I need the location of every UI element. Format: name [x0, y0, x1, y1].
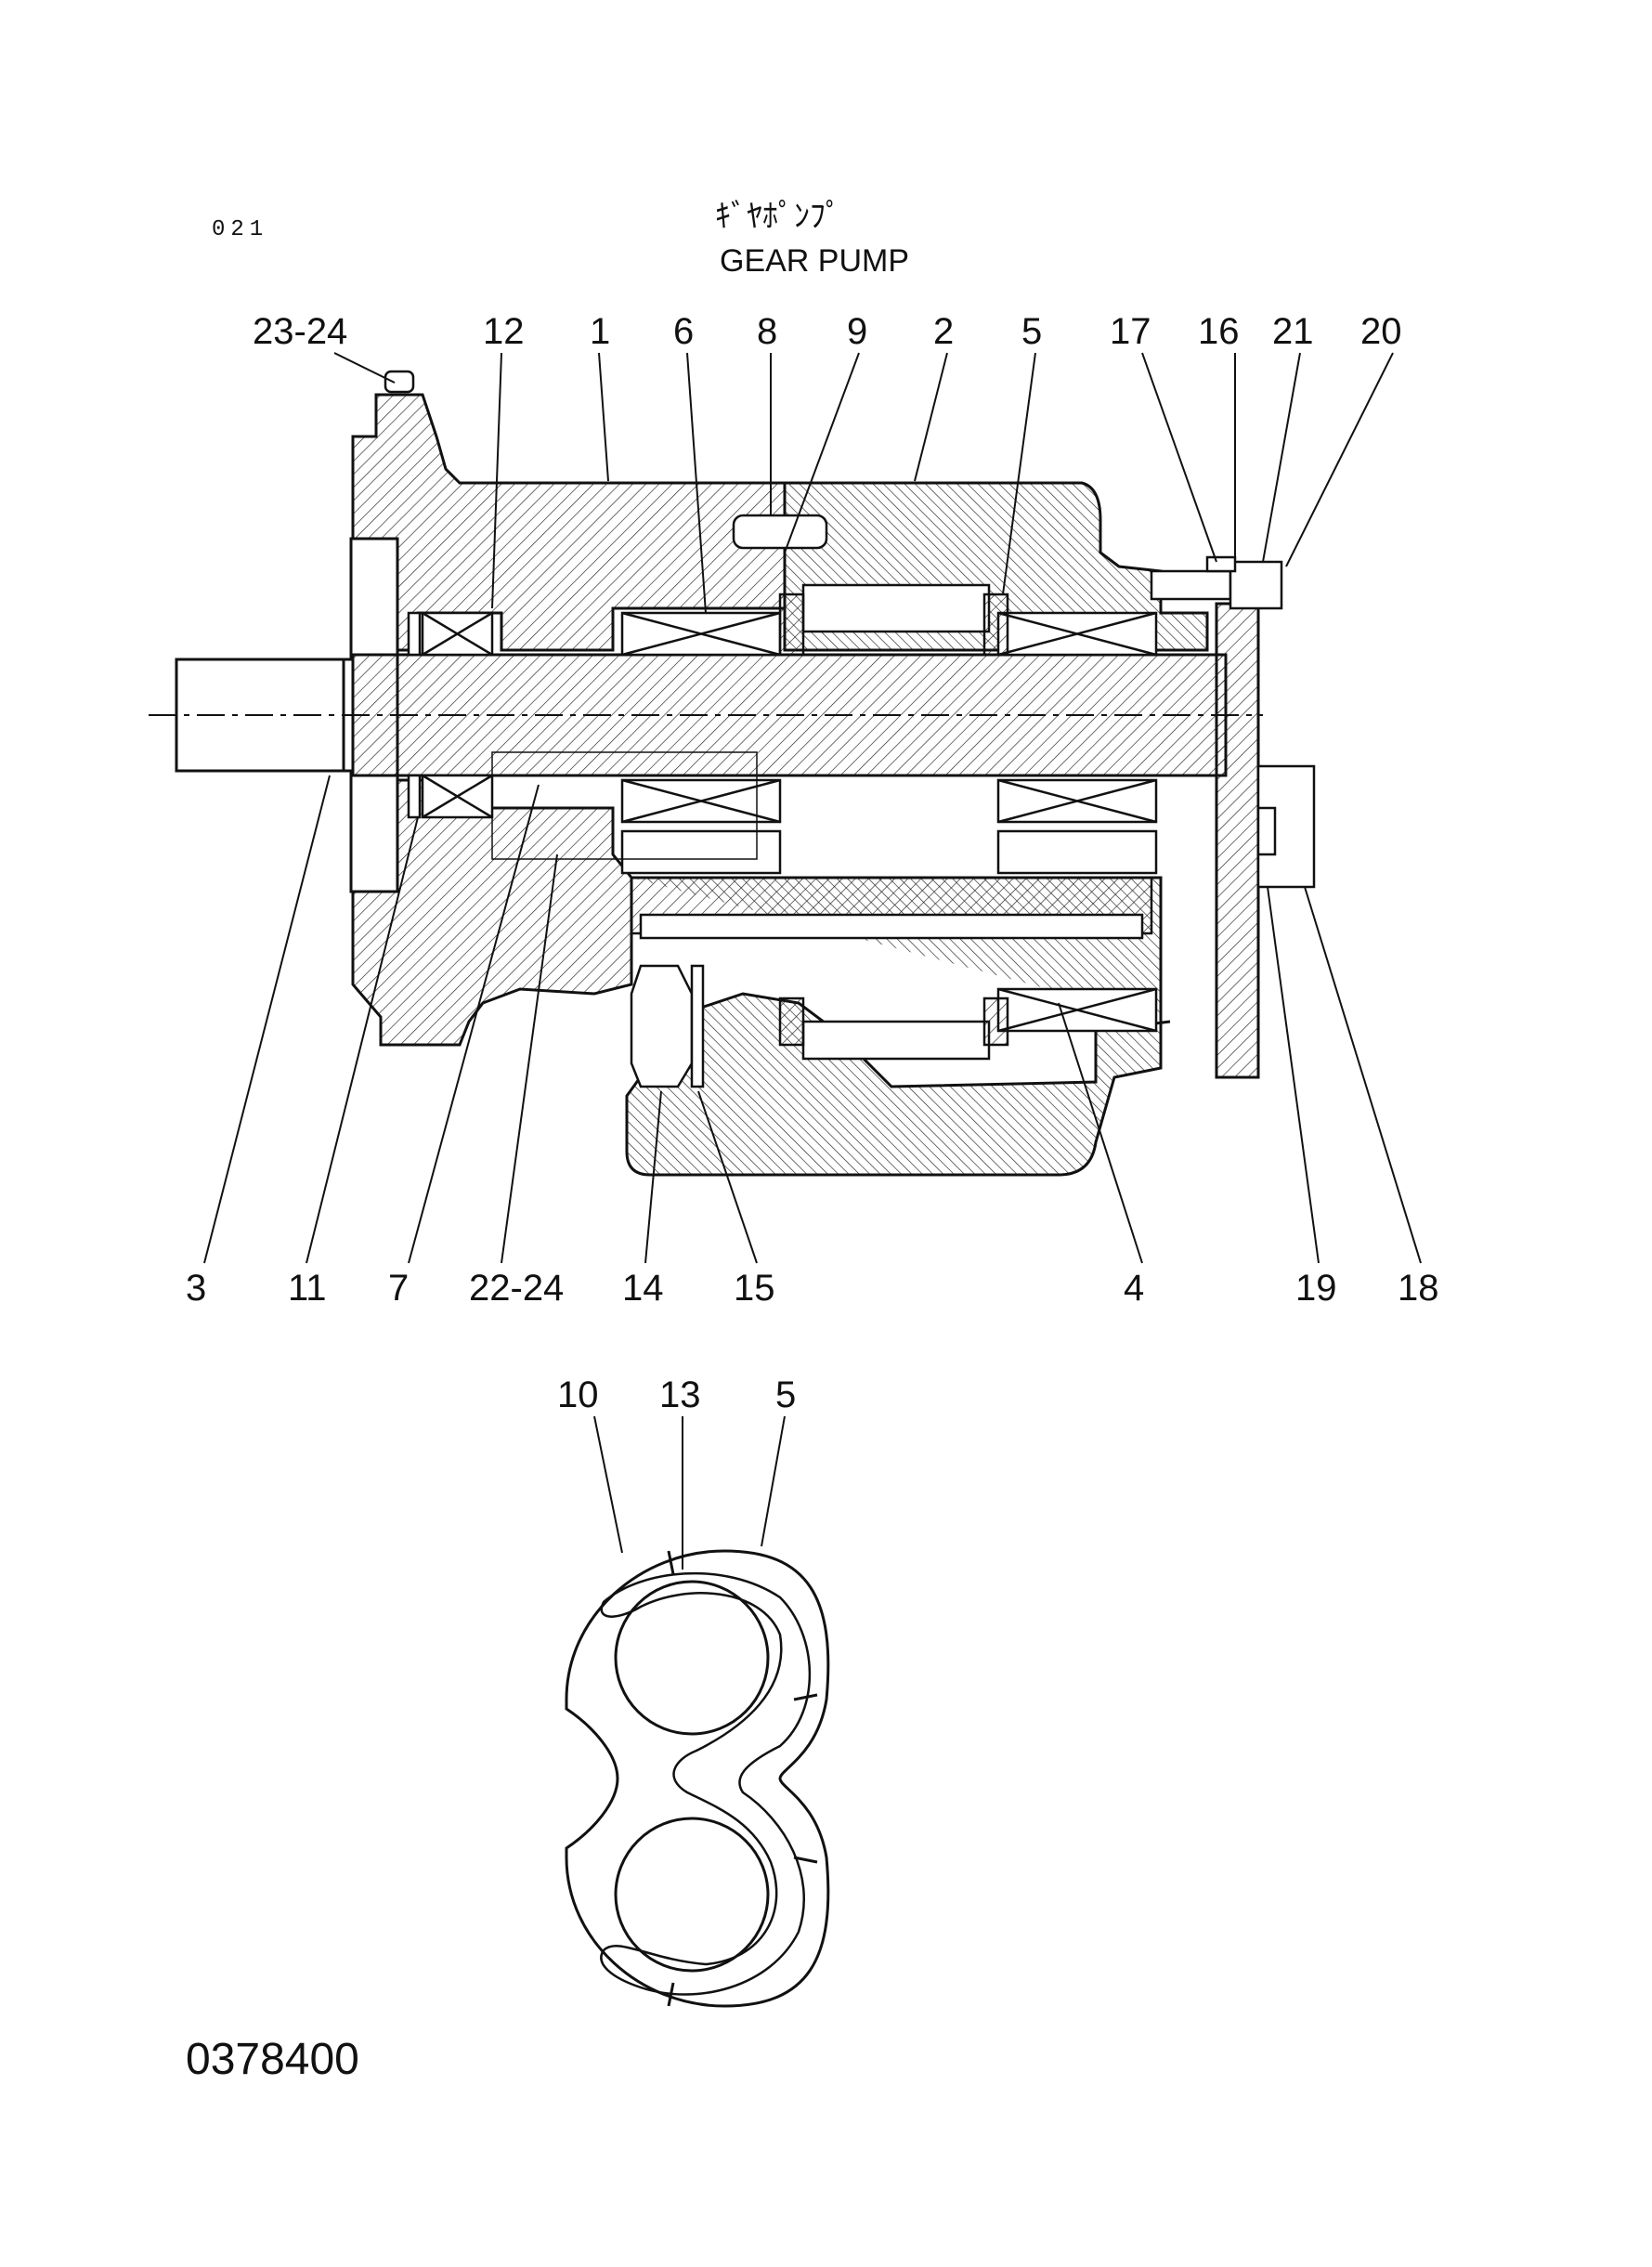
- bushing-area: [491, 751, 758, 860]
- callout-5-top: 5: [1021, 311, 1042, 352]
- bearing-mid-left-2: [620, 829, 782, 875]
- title-english: GEAR PUMP: [720, 243, 910, 279]
- side-plate-left: [778, 593, 805, 657]
- front-housing-lower: [351, 778, 633, 1047]
- lower-bore: [614, 1817, 770, 1973]
- callout-20: 20: [1360, 311, 1402, 352]
- leader-lines: [203, 352, 1422, 1264]
- snap-ring-bottom: [407, 774, 422, 819]
- callout-21: 21: [1272, 311, 1314, 352]
- callout-13: 13: [659, 1375, 701, 1415]
- hex-nut-14: [630, 964, 694, 1088]
- bearing-mid-right-2: [996, 829, 1158, 875]
- washer-15: [690, 964, 705, 1088]
- callout-9: 9: [847, 311, 867, 352]
- washer-16: [1205, 555, 1237, 573]
- callout-22-24: 22-24: [469, 1268, 564, 1309]
- callout-15: 15: [734, 1268, 775, 1309]
- callout-1: 1: [590, 311, 610, 352]
- callout-3: 3: [186, 1268, 206, 1309]
- title-japanese: ｷﾞﾔﾎﾟﾝﾌﾟ: [715, 198, 841, 235]
- upper-bore: [614, 1580, 770, 1736]
- callout-4: 4: [1124, 1268, 1144, 1309]
- seals: [407, 514, 828, 860]
- callout-6: 6: [673, 311, 694, 352]
- callout-12: 12: [483, 311, 525, 352]
- drive-shaft: [149, 653, 1263, 777]
- gears: [630, 583, 1153, 1061]
- rear-bolt: [1150, 569, 1232, 601]
- driven-gear: [801, 1020, 991, 1061]
- dowel-pin: [732, 514, 828, 550]
- side-plate-right: [982, 593, 1009, 657]
- callout-16: 16: [1198, 311, 1240, 352]
- callout-17: 17: [1110, 311, 1151, 352]
- plug-18: [1256, 764, 1316, 889]
- seal-groove: [600, 1571, 812, 1996]
- callout-8: 8: [757, 311, 777, 352]
- callout-10: 10: [557, 1375, 599, 1415]
- drive-gear: [801, 583, 991, 633]
- callout-5-detail: 5: [775, 1375, 796, 1415]
- seal-plate-detail: [565, 1415, 830, 2008]
- top-pin-23-24: [384, 370, 415, 394]
- callout-18: 18: [1398, 1268, 1439, 1309]
- callouts-top: 23-24 12 1 6 8 9 2 5 17 16 21 20: [253, 311, 1402, 352]
- page-code: 021: [212, 217, 269, 242]
- rear-bolt-head: [1229, 560, 1283, 610]
- callout-23-24: 23-24: [253, 311, 347, 352]
- callout-7: 7: [388, 1268, 409, 1309]
- snap-ring-top: [407, 611, 422, 657]
- callouts-bottom: 3 11 7 22-24 14 15 4 19 18: [186, 1268, 1439, 1309]
- callout-14: 14: [622, 1268, 664, 1309]
- side-plate-right-low: [982, 997, 1009, 1047]
- side-plate-left-low: [778, 997, 805, 1047]
- o-ring-19: [1256, 806, 1277, 856]
- callouts-detail: 10 13 5: [557, 1375, 796, 1415]
- bolts: [384, 370, 1316, 1088]
- callout-19: 19: [1295, 1268, 1337, 1309]
- driven-gear-bore: [639, 913, 1144, 940]
- callout-11: 11: [288, 1268, 327, 1309]
- document-number: 0378400: [186, 2035, 359, 2084]
- callout-2: 2: [933, 311, 954, 352]
